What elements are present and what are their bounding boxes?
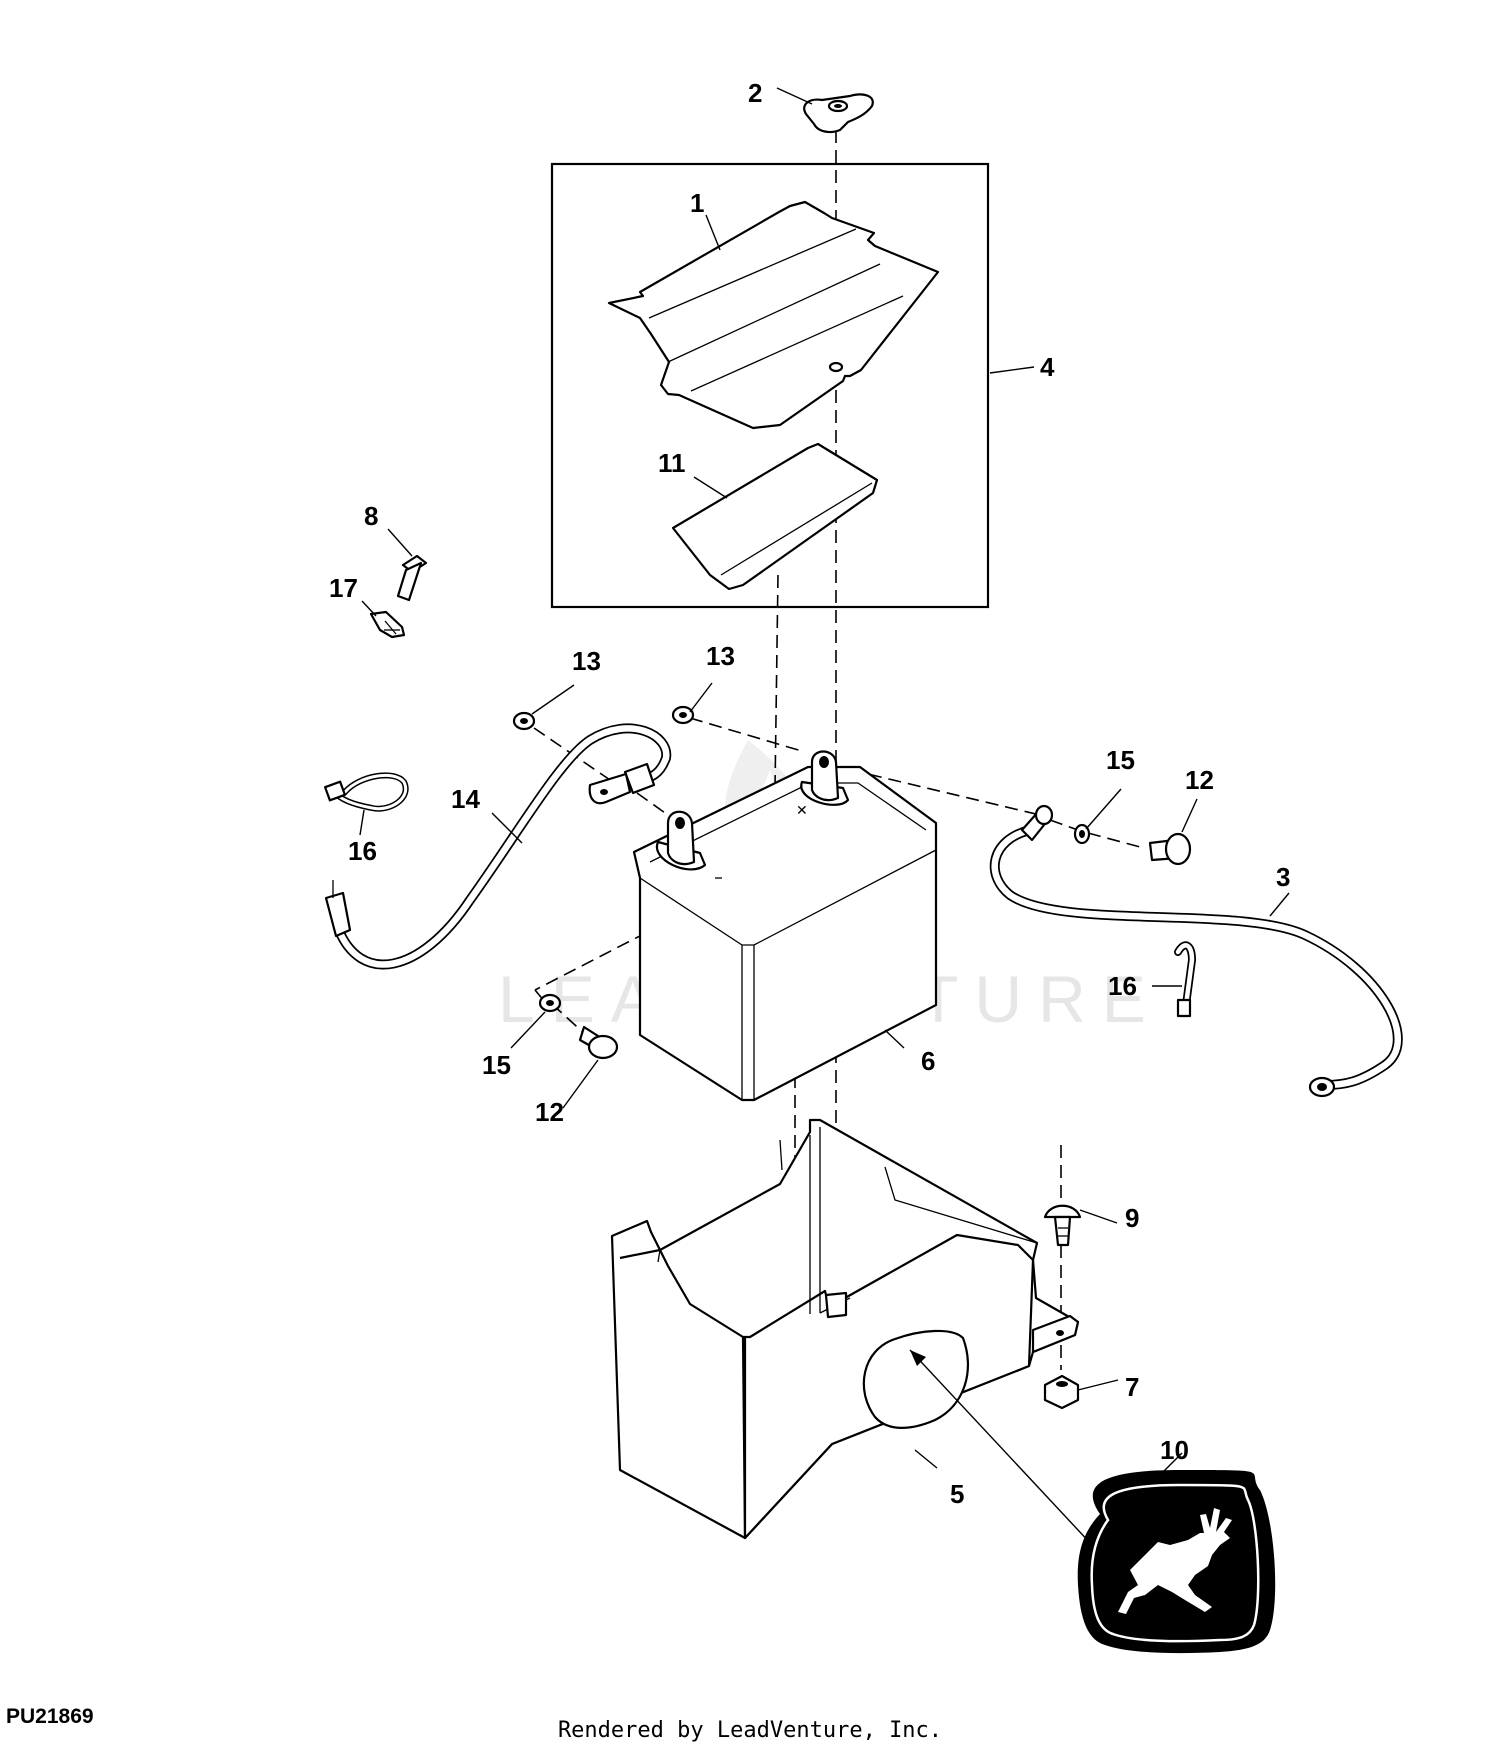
callout-10: 10 — [1160, 1435, 1189, 1465]
spacer — [671, 442, 879, 591]
carriage-bolt-9 — [1043, 1204, 1082, 1247]
washer-15-left — [538, 993, 562, 1013]
nut-13-left — [512, 711, 536, 731]
callout-15-right: 15 — [1106, 745, 1135, 775]
battery-cable-3 — [989, 804, 1403, 1098]
callout-4: 4 — [1040, 352, 1055, 382]
nut-13-right — [671, 705, 695, 725]
document-id: PU21869 — [6, 1705, 94, 1728]
callout-12-left: 12 — [535, 1097, 564, 1127]
battery-hold-down-plate — [607, 200, 940, 430]
svg-text:✕: ✕ — [796, 803, 808, 819]
bolt-12-right — [1148, 832, 1192, 866]
battery — [632, 765, 938, 1102]
battery-cable-14 — [324, 723, 672, 970]
callout-16-left: 16 — [348, 836, 377, 866]
callouts: 2 1 4 11 8 17 13 13 14 16 15 12 3 16 6 1… — [329, 78, 1290, 1509]
callout-13-left: 13 — [572, 646, 601, 676]
callout-17: 17 — [329, 573, 358, 603]
callout-1: 1 — [690, 188, 704, 218]
callout-5: 5 — [950, 1479, 964, 1509]
cable-tie-right — [1174, 941, 1197, 1018]
callout-14: 14 — [451, 784, 480, 814]
battery-box — [610, 1118, 1080, 1540]
callout-9: 9 — [1125, 1203, 1139, 1233]
wing-nut — [803, 93, 874, 134]
callout-13-right: 13 — [706, 641, 735, 671]
callout-2: 2 — [748, 78, 762, 108]
render-credit: Rendered by LeadVenture, Inc. — [557, 1718, 943, 1743]
callout-8: 8 — [364, 501, 378, 531]
leader-lines — [359, 87, 1290, 1546]
callout-7: 7 — [1125, 1372, 1139, 1402]
battery-terminal-left — [655, 810, 722, 879]
callout-12-right: 12 — [1185, 765, 1214, 795]
washer-15-right — [1073, 823, 1091, 845]
bolt-8 — [396, 554, 428, 602]
kit-box-outline — [550, 162, 990, 609]
callout-15-left: 15 — [482, 1050, 511, 1080]
deer-icon — [1118, 1508, 1232, 1614]
cable-tie-left — [323, 772, 409, 812]
callout-11: 11 — [658, 448, 686, 478]
callout-3: 3 — [1276, 862, 1290, 892]
bolt-12-left — [578, 1025, 619, 1060]
clip-17 — [369, 610, 406, 639]
decal-emblem — [1077, 1470, 1276, 1654]
battery-terminal-right: ✕ — [796, 750, 850, 819]
flange-nut-7 — [1043, 1374, 1080, 1410]
callout-16-right: 16 — [1108, 971, 1137, 1001]
callout-6: 6 — [921, 1046, 935, 1076]
